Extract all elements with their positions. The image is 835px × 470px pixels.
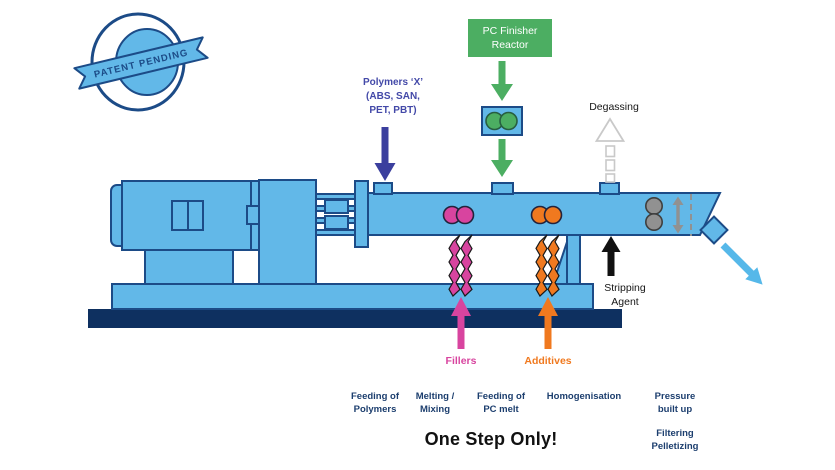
polymer-feed-port (373, 182, 393, 195)
pelletizing-die (699, 215, 729, 245)
process-step-feeding-pc-melt: Feeding of PC melt (476, 391, 526, 415)
filler-side-feeder (448, 234, 473, 297)
reactor-label-line2: Reactor (491, 39, 529, 51)
one-step-only-tagline: One Step Only! (424, 429, 558, 449)
polymers-label: Polymers ‘X’ (ABS, SAN, PET, PBT) (362, 77, 424, 116)
coupling-shafts (315, 193, 357, 236)
pc-melt-screws-icon (485, 111, 518, 131)
fillers-label: Fillers (445, 355, 477, 367)
degassing-port (599, 182, 620, 195)
process-step-feeding-polymers: Feeding of Polymers (350, 391, 400, 415)
reactor-label-line1: PC Finisher (482, 24, 538, 37)
process-step-homogenisation: Homogenisation (546, 391, 622, 402)
barrel-flange (354, 180, 369, 248)
additive-side-feeder (535, 234, 560, 297)
pc-finisher-reactor-box: PC Finisher Reactor (468, 19, 552, 57)
melt-feed-port (491, 182, 514, 195)
stripping-agent-arrow-icon (601, 236, 621, 276)
additive-mixing-screws-icon (530, 205, 563, 225)
degassing-label: Degassing (589, 101, 639, 113)
process-step-filtering-pelletizing: Filtering Pelletizing (651, 428, 699, 452)
gearbox (258, 179, 317, 285)
filler-mixing-screws-icon (442, 205, 475, 225)
additives-arrow-icon (538, 297, 558, 349)
patent-pending-stamp: PATENT PENDING (73, 12, 209, 112)
polymer-feed-arrow-icon (374, 127, 396, 181)
reactor-arrow-icon (491, 61, 513, 101)
melt-feed-arrow-icon (491, 139, 513, 177)
base-plate (88, 309, 622, 328)
pressure-double-arrow-icon (672, 196, 684, 234)
degassing-arrow-icon (594, 117, 626, 183)
stripping-agent-label: Stripping Agent (604, 282, 646, 309)
process-step-melting-mixing: Melting / Mixing (415, 391, 455, 415)
pressure-screws-icon (644, 197, 663, 232)
process-step-pressure-built-up: Pressure built up (654, 391, 696, 415)
motor-pedestal (144, 249, 234, 285)
output-arrow-icon (720, 242, 763, 285)
barrel-support-column (566, 234, 581, 285)
additives-label: Additives (524, 355, 572, 367)
base-platform (111, 283, 594, 310)
fillers-arrow-icon (451, 297, 471, 349)
